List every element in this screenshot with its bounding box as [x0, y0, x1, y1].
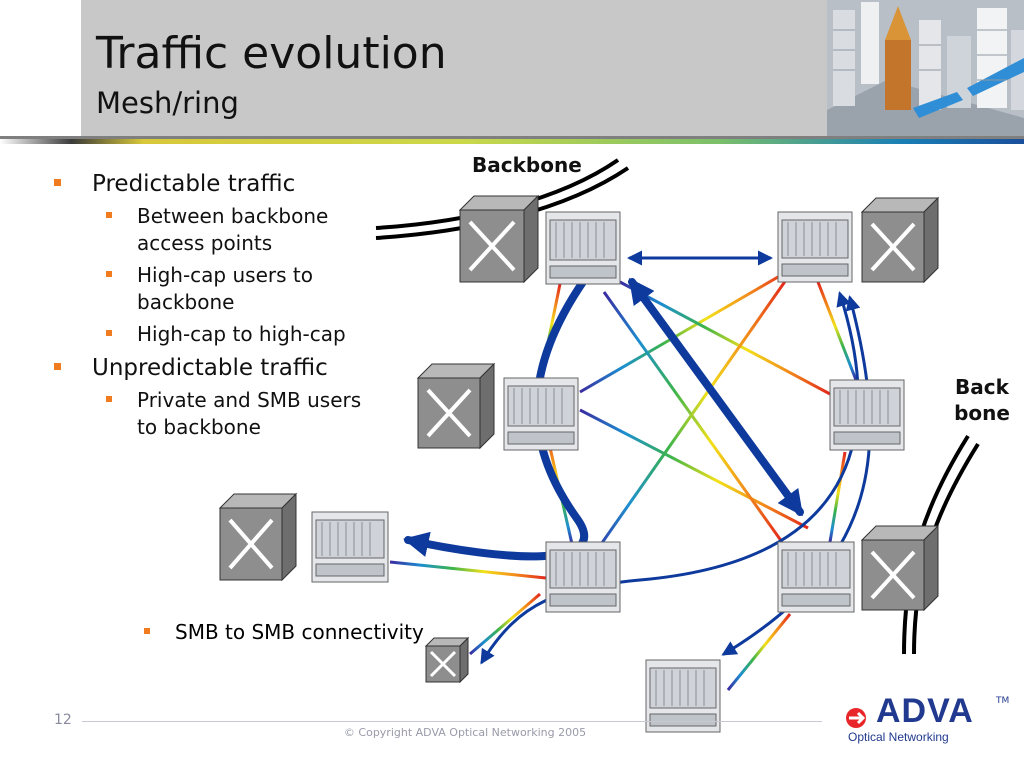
bullet-unpredictable: Unpredictable traffic: [54, 354, 374, 382]
switch-box-icon: [458, 194, 540, 284]
bullet-list: Predictable traffic Between backbone acc…: [54, 168, 374, 441]
slide-title: Traffic evolution: [96, 28, 447, 79]
chassis-icon: [645, 659, 721, 733]
page-number: 12: [54, 712, 72, 728]
sub-bullet: Between backbone access points: [92, 203, 369, 257]
header-color-rule: [0, 136, 1024, 144]
sub-bullet-text: Private and SMB users to backbone: [137, 388, 362, 439]
sub-bullet-marker: [106, 271, 112, 277]
mesh-ring-diagram: [218, 158, 980, 733]
sub-bullet-marker: [106, 330, 112, 336]
switch-box-icon: [860, 524, 940, 612]
sub-bullet-text: SMB to SMB connectivity: [175, 620, 424, 644]
slide-subtitle: Mesh/ring: [96, 86, 239, 120]
chassis-icon: [829, 379, 905, 451]
wavelength-links: [389, 238, 858, 691]
sub-bullet-marker: [106, 212, 112, 218]
sub-bullet-text: Between backbone access points: [137, 204, 329, 255]
bullet-predictable-label: Predictable traffic: [92, 171, 296, 197]
backbone-label-right: Back bone: [942, 374, 1022, 426]
sub-bullet-smb: SMB to SMB connectivity: [130, 619, 435, 646]
header-left-strip: [0, 0, 81, 136]
sub-bullet-text: High-cap to high-cap: [137, 322, 346, 346]
title-banner: [81, 0, 827, 136]
adva-logo-mark-icon: [846, 708, 866, 728]
adva-logo-name: ADVA: [876, 692, 974, 730]
sub-bullet: High-cap users to backbone: [92, 262, 369, 316]
bullet-marker: [54, 363, 61, 370]
chassis-icon: [777, 541, 855, 613]
sub-bullet: Private and SMB users to backbone: [92, 387, 369, 441]
city-skyline-image: [827, 0, 1024, 136]
chassis-icon: [503, 377, 579, 451]
chassis-icon: [545, 211, 621, 285]
chassis-icon: [545, 541, 621, 613]
bullet-unpredictable-label: Unpredictable traffic: [92, 355, 328, 381]
backbone-label-right-line1: Back: [955, 375, 1009, 399]
copyright-notice: © Copyright ADVA Optical Networking 2005: [343, 726, 587, 739]
sub-bullet-text: High-cap users to backbone: [137, 263, 313, 314]
sub-bullet: High-cap to high-cap: [92, 321, 369, 348]
adva-logo: ADVA TM Optical Networking: [838, 692, 1014, 746]
bullet-marker: [54, 179, 61, 186]
sub-bullet-marker: [106, 396, 112, 402]
backbone-label-top: Backbone: [472, 153, 582, 177]
chassis-icon: [311, 511, 389, 583]
bullet-predictable: Predictable traffic: [54, 170, 374, 198]
adva-logo-tagline: Optical Networking: [848, 730, 949, 744]
sub-bullet-marker: [144, 628, 150, 634]
backbone-label-right-line2: bone: [954, 401, 1010, 425]
switch-box-icon: [860, 196, 940, 284]
footer-rule: [82, 721, 822, 722]
switch-box-icon: [218, 492, 298, 582]
switch-box-icon: [424, 636, 470, 684]
adva-logo-tm: TM: [996, 696, 1010, 706]
switch-box-icon: [416, 362, 496, 450]
chassis-icon: [777, 211, 853, 283]
